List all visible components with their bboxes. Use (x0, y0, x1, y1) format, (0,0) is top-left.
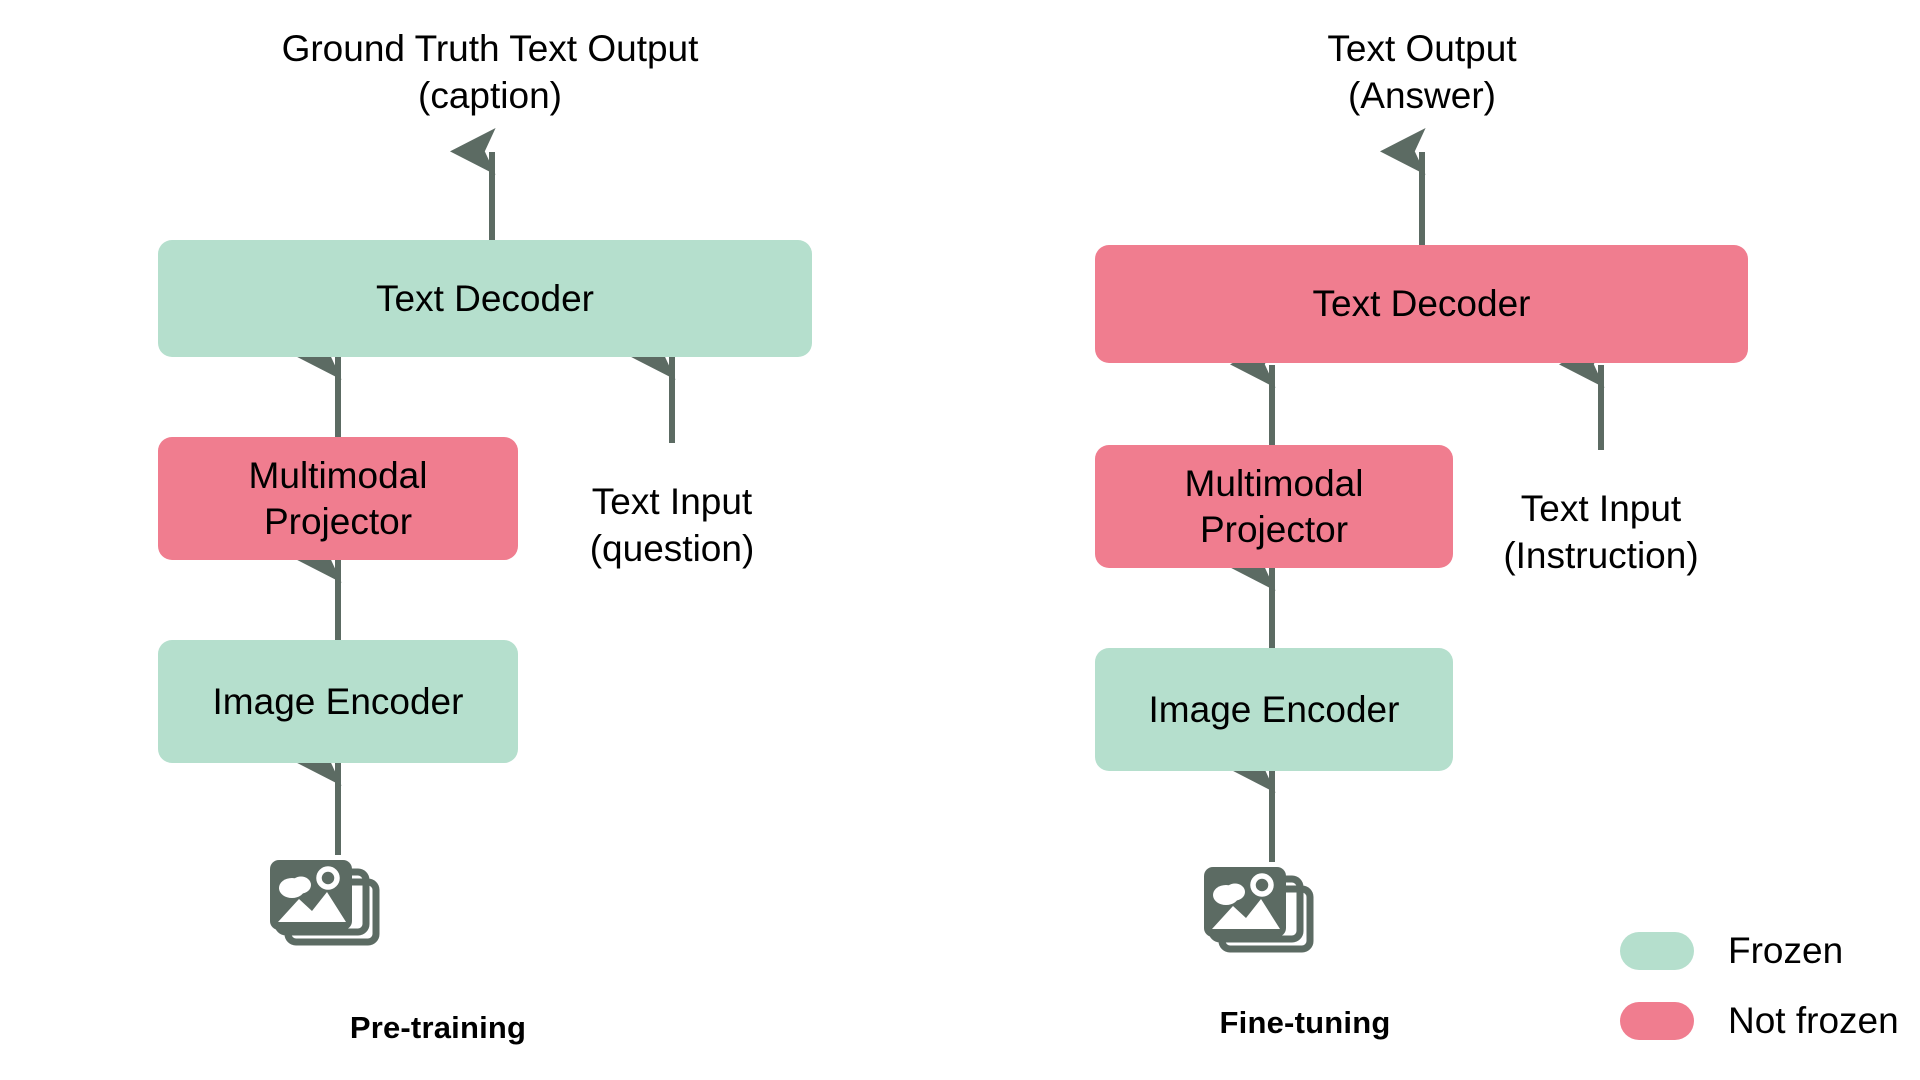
legend-label-not-frozen: Not frozen (1728, 1000, 1899, 1041)
text-input-label-fine-tuning: Text Input (Instruction) (1503, 488, 1699, 577)
stage-caption-pre-training: Pre-training (349, 1010, 527, 1045)
node-text-decoder-pre-training[interactable]: Text Decoder (158, 240, 812, 357)
legend: Frozen Not frozen (1620, 930, 1910, 1060)
legend-label-frozen: Frozen (1728, 930, 1844, 971)
legend-swatch-frozen (1620, 932, 1694, 970)
node-image-encoder-pre-training[interactable]: Image Encoder (158, 640, 518, 763)
output-label-pre-training: Ground Truth Text Output (caption) (281, 28, 699, 117)
node-multimodal-projector-fine-tuning[interactable]: Multimodal Projector (1095, 445, 1453, 568)
node-image-encoder-fine-tuning[interactable]: Image Encoder (1095, 648, 1453, 771)
image-stack-icon-pre-training[interactable] (268, 858, 396, 980)
image-stack-icon-fine-tuning[interactable] (1202, 865, 1330, 987)
legend-item-frozen: Frozen (1620, 930, 1843, 972)
stage-caption-fine-tuning: Fine-tuning (1219, 1005, 1391, 1040)
output-label-fine-tuning: Text Output (Answer) (1327, 28, 1517, 117)
legend-swatch-not-frozen (1620, 1002, 1694, 1040)
text-input-label-pre-training: Text Input (question) (589, 481, 755, 570)
node-text-decoder-fine-tuning[interactable]: Text Decoder (1095, 245, 1748, 363)
legend-item-not-frozen: Not frozen (1620, 1000, 1899, 1042)
node-multimodal-projector-pre-training[interactable]: Multimodal Projector (158, 437, 518, 560)
